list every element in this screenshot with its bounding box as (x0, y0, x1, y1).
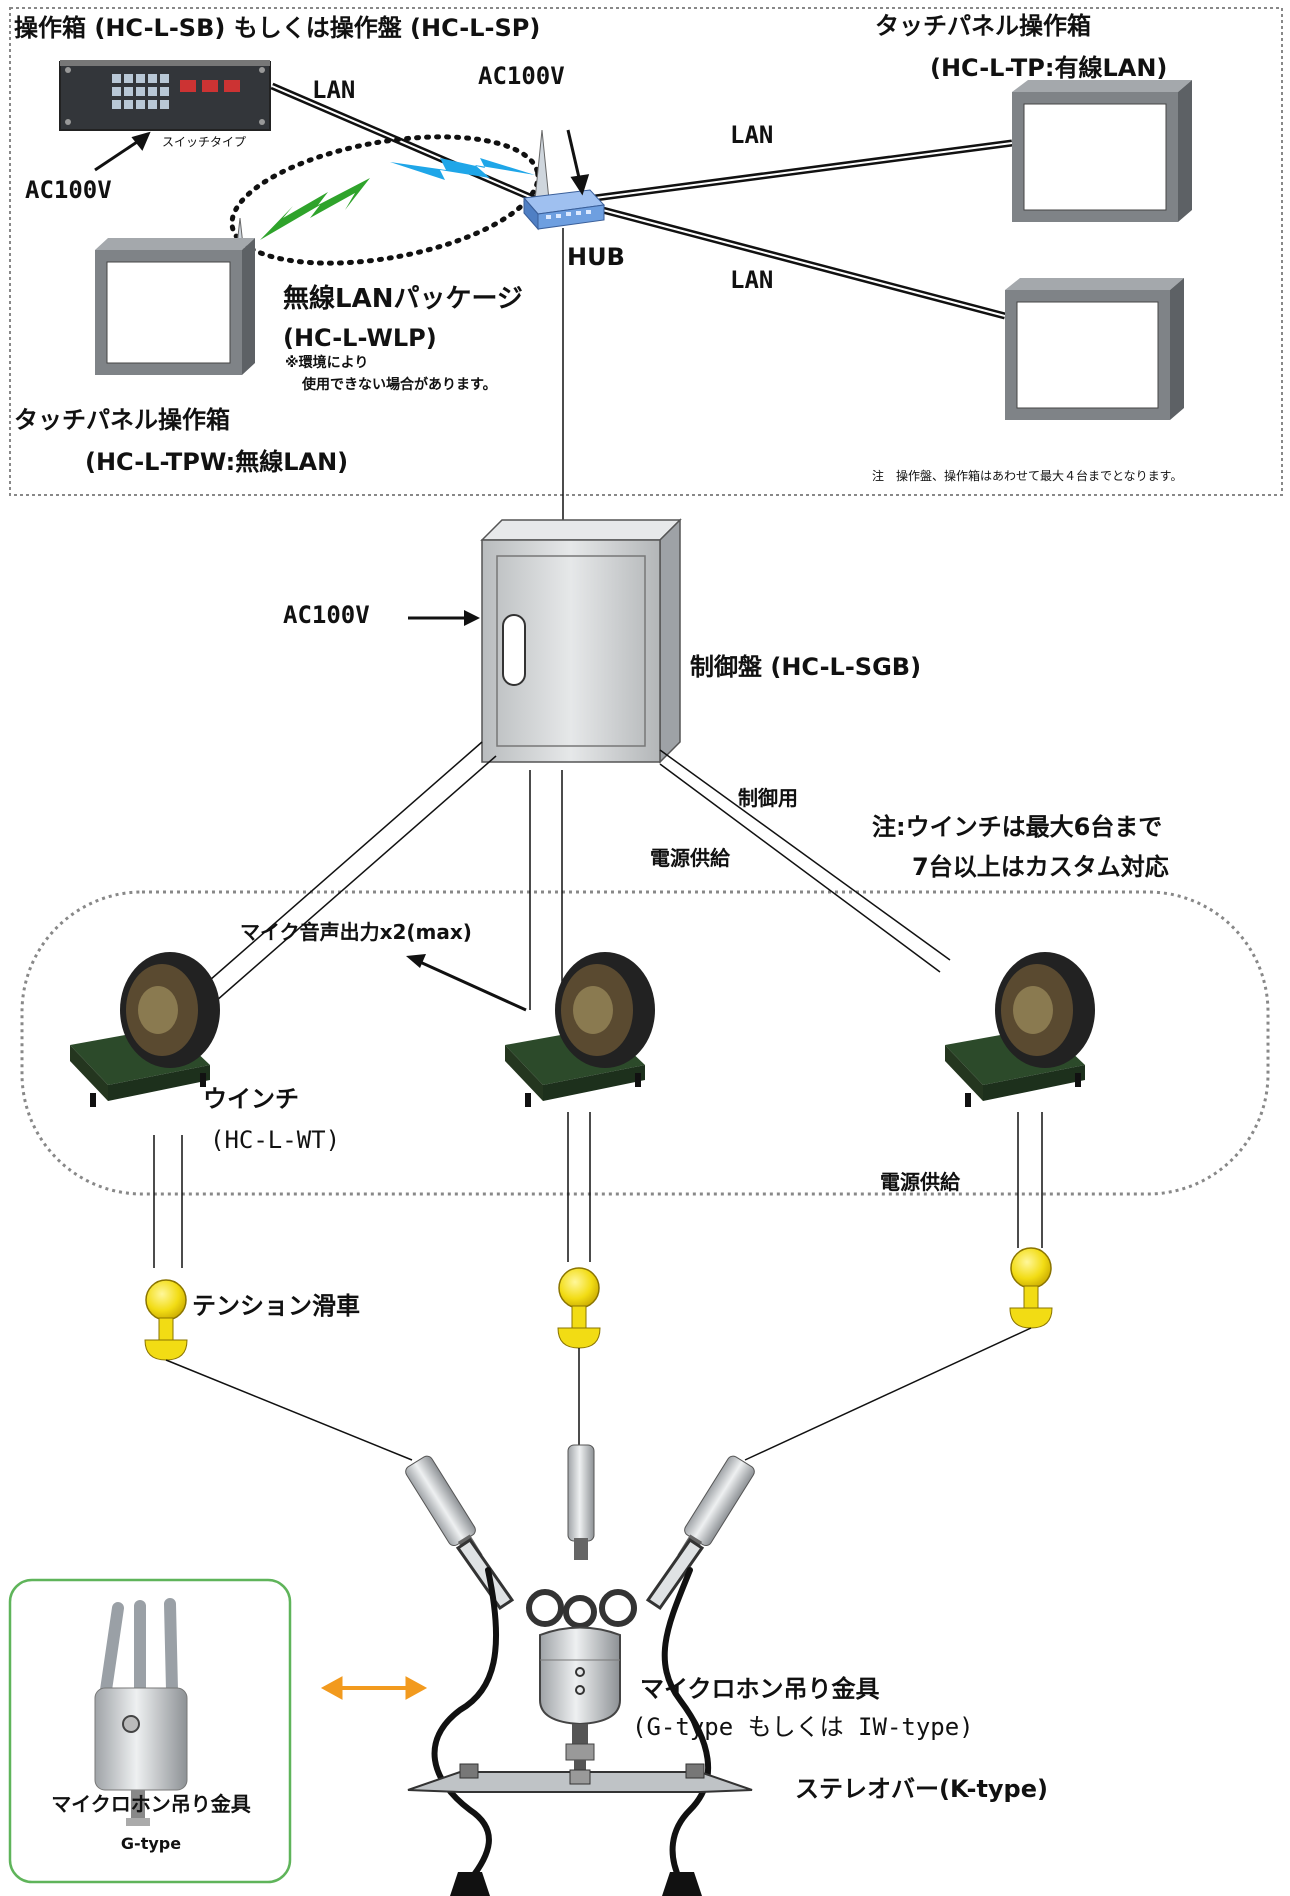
power-supply-upper-label: 電源供給 (650, 846, 730, 870)
switch-box-image (59, 60, 271, 131)
mic-head-right (662, 1872, 702, 1896)
hub-device (523, 189, 606, 231)
mic-head-left (450, 1872, 490, 1896)
ac-left-label: AC100V (25, 176, 112, 204)
inset-title: マイクロホン吊り金具 (51, 1792, 251, 1816)
wired-touch-panel-model: (HC-L-TP:有線LAN) (930, 54, 1168, 82)
lan-right-upper-label: LAN (730, 121, 774, 149)
control-cabinet-label: 制御盤 (HC-L-SGB) (690, 653, 922, 681)
wireless-touch-panel-title: タッチパネル操作箱 (14, 406, 230, 434)
tension-pulley-center (557, 1267, 601, 1349)
wireless-touch-panel-model: (HC-L-TPW:無線LAN) (85, 448, 349, 476)
mic-output-arrow (406, 954, 527, 1012)
wireless-package-title: 無線LANパッケージ (283, 284, 523, 314)
cabinet-to-winch-cables (185, 741, 951, 1016)
wireless-package-note-1: ※環境により (285, 355, 369, 371)
pulley-to-hanger-wires (165, 1327, 1032, 1461)
winch-limit-note-2: 7台以上はカスタム対応 (912, 853, 1169, 881)
winch-left (70, 952, 220, 1107)
wired-touch-panel-2 (1005, 278, 1184, 420)
hub-label: HUB (567, 243, 625, 271)
top-frame (9, 7, 1283, 496)
g-type-hanger-image (94, 1598, 188, 1826)
wireless-range-ellipse (229, 134, 541, 266)
arrows-top (94, 129, 590, 196)
stereo-bar (407, 1763, 753, 1793)
inset-type: G-type (120, 1834, 182, 1853)
g-type-inset-frame (8, 1578, 292, 1884)
ac-cabinet-label: AC100V (283, 601, 370, 629)
tension-pulley-right (1009, 1247, 1053, 1329)
control-cabinet (480, 518, 682, 764)
switch-box-title: 操作箱 (HC-L-SB) もしくは操作盤 (HC-L-SP) (14, 14, 541, 42)
winch-limit-note-1: 注:ウインチは最大6台まで (872, 813, 1163, 841)
winch-title: ウインチ (203, 1085, 299, 1113)
stereo-bar-label: ステレオバー(K-type) (795, 1775, 1048, 1803)
hanger-types: (G-type もしくは IW-type) (632, 1713, 974, 1741)
tension-pulley-left (144, 1279, 188, 1361)
wireless-bolt-blue (390, 158, 535, 180)
winch-right (945, 952, 1095, 1107)
wireless-bolt-green (260, 178, 370, 240)
hanger-title: マイクロホン吊り金具 (640, 1675, 880, 1703)
wireless-touch-panel (95, 238, 255, 375)
winch-model: (HC-L-WT) (210, 1126, 341, 1154)
winch-to-pulley-wires (153, 1112, 1043, 1268)
wireless-package-model: (HC-L-WLP) (283, 324, 437, 352)
lan-right-lower-label: LAN (730, 266, 774, 294)
microphone-hanger (405, 1444, 755, 1772)
ac-hub-label: AC100V (478, 62, 565, 90)
tension-pulley-label: テンション滑車 (192, 1292, 360, 1320)
lan-cables (270, 82, 1013, 320)
mic-output-label: マイク音声出力x2(max) (240, 920, 472, 944)
swap-arrow (320, 1676, 428, 1700)
max-units-note: 注 操作盤、操作箱はあわせて最大４台までとなります。 (872, 469, 1183, 483)
ac-arrow-cabinet (408, 610, 480, 626)
winch-group-frame (20, 890, 1270, 1196)
winch-center (505, 952, 655, 1107)
microphone-cables (431, 1567, 712, 1883)
wired-touch-panel-1 (1012, 80, 1192, 222)
switch-type-caption: スイッチタイプ (162, 135, 247, 149)
wireless-package-note-2: 使用できない場合があります。 (302, 377, 497, 393)
hub-antenna (534, 129, 550, 201)
wired-touch-panel-title: タッチパネル操作箱 (875, 12, 1091, 40)
power-supply-lower-label: 電源供給 (880, 1170, 960, 1194)
control-use-label: 制御用 (738, 786, 798, 810)
lan-top-label: LAN (312, 76, 356, 104)
